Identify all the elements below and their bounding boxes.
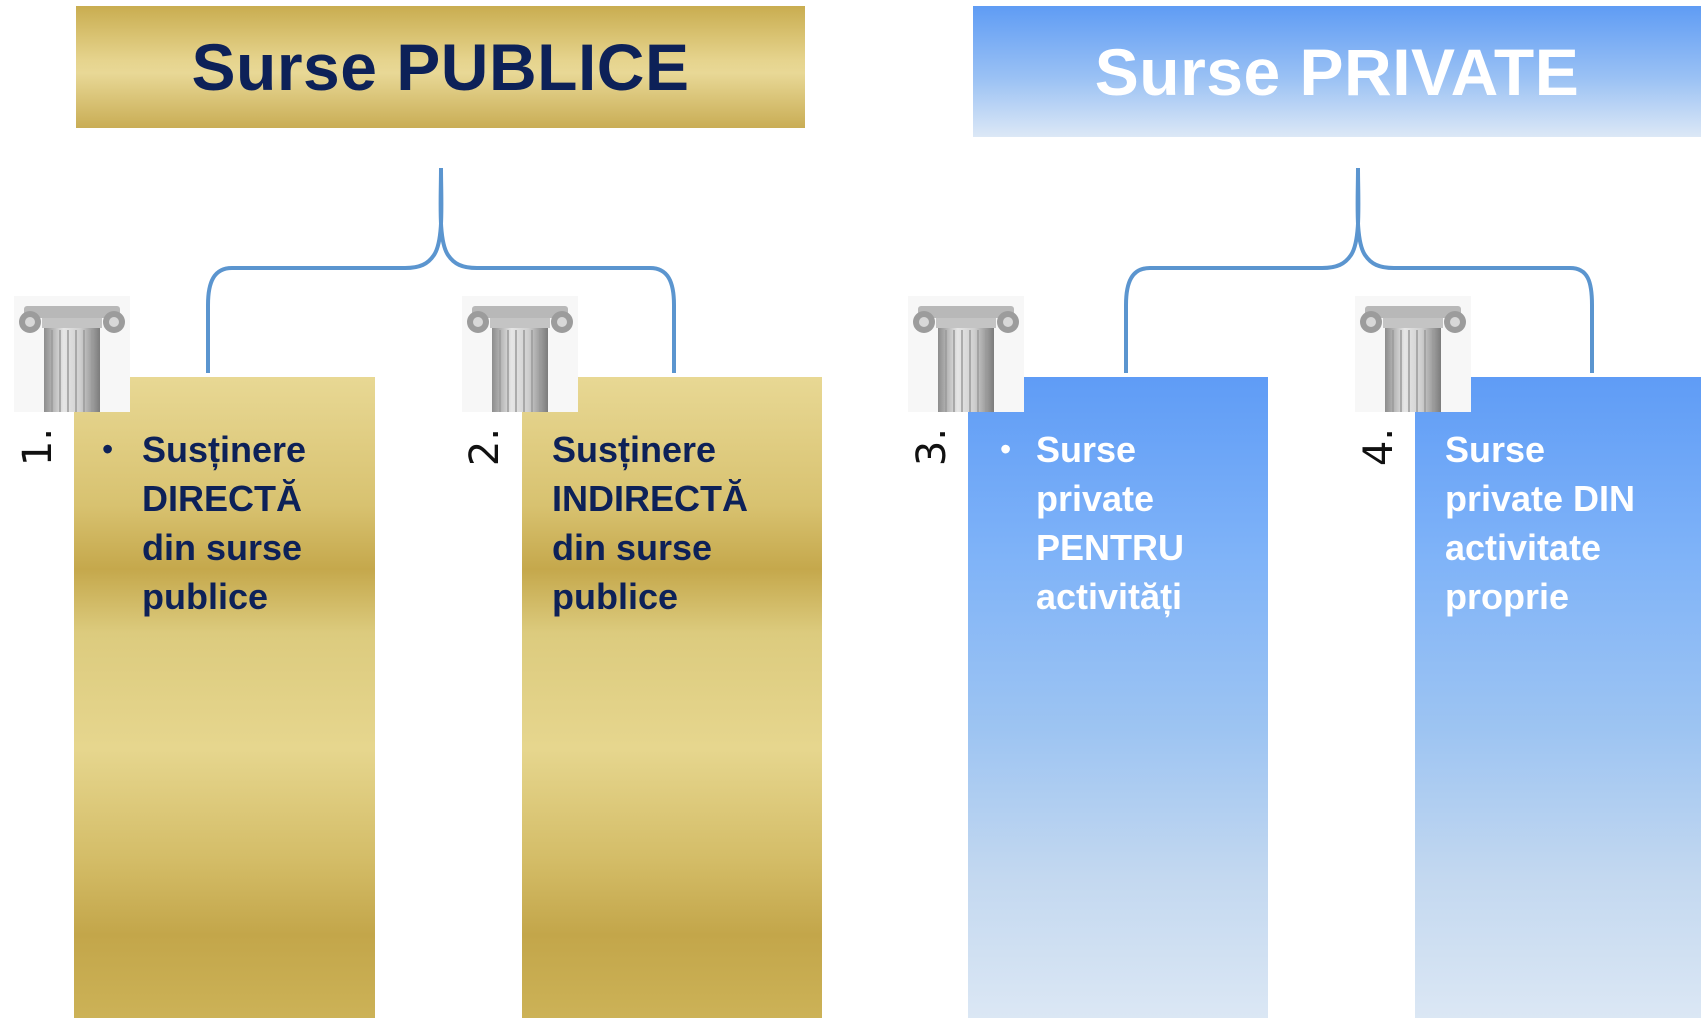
bullet: • bbox=[102, 431, 114, 467]
text-line: PENTRU bbox=[1036, 527, 1185, 568]
text-line: Surse bbox=[1036, 429, 1137, 470]
text-line: private bbox=[1036, 478, 1155, 519]
public-sources-title: Surse PUBLICE bbox=[191, 30, 690, 104]
public-bracket bbox=[206, 167, 676, 373]
public-sources-header: Surse PUBLICE bbox=[76, 6, 805, 128]
column-icon bbox=[462, 296, 578, 412]
box-private-for-activities: • Surse private PENTRU activități bbox=[968, 377, 1268, 1018]
box-text: Susținere DIRECTĂ din surse publice bbox=[142, 425, 306, 621]
text-line: activitate bbox=[1445, 527, 1602, 568]
text-line: activități bbox=[1036, 576, 1183, 617]
item-number-1: 1. bbox=[15, 427, 61, 467]
text-line: INDIRECTĂ bbox=[552, 478, 748, 519]
column-icon bbox=[14, 296, 130, 412]
item-number-2: 2. bbox=[462, 427, 508, 467]
column-icon bbox=[908, 296, 1024, 412]
column-icon bbox=[1355, 296, 1471, 412]
private-sources-title: Surse PRIVATE bbox=[1094, 34, 1580, 109]
box-private-own-activity: Surse private DIN activitate proprie bbox=[1415, 377, 1701, 1018]
box-indirect-public-support: Susținere INDIRECTĂ din surse publice bbox=[522, 377, 822, 1018]
bullet: • bbox=[1000, 431, 1012, 467]
box-text: Surse private DIN activitate proprie bbox=[1445, 425, 1635, 621]
box-text: Surse private PENTRU activități bbox=[1036, 425, 1184, 621]
item-number-4: 4. bbox=[1356, 427, 1402, 467]
text-line: din surse bbox=[142, 527, 303, 568]
item-number-3: 3. bbox=[909, 427, 955, 467]
text-line: private DIN bbox=[1445, 478, 1636, 519]
text-line: DIRECTĂ bbox=[142, 478, 302, 519]
text-line: Surse bbox=[1445, 429, 1546, 470]
box-direct-public-support: • Susținere DIRECTĂ din surse publice bbox=[74, 377, 375, 1018]
text-line: din surse bbox=[552, 527, 713, 568]
text-line: Susținere bbox=[552, 429, 717, 470]
text-line: publice bbox=[552, 576, 679, 617]
text-line: Susținere bbox=[142, 429, 307, 470]
box-text: Susținere INDIRECTĂ din surse publice bbox=[552, 425, 748, 621]
text-line: publice bbox=[142, 576, 269, 617]
text-line: proprie bbox=[1445, 576, 1570, 617]
private-sources-header: Surse PRIVATE bbox=[973, 6, 1701, 137]
